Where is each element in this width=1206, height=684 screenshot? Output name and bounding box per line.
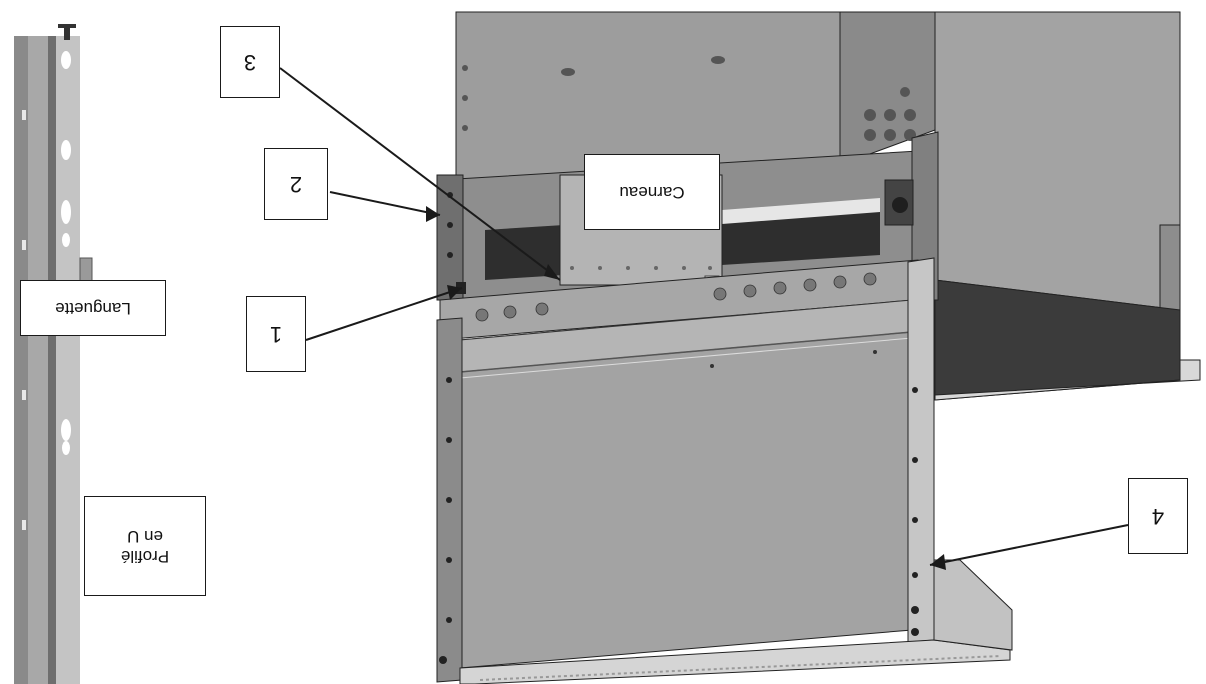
base-plate xyxy=(459,559,1013,684)
callout-2: 2 xyxy=(264,148,328,220)
leader-4 xyxy=(929,524,1129,566)
arrowhead-1 xyxy=(447,285,462,300)
arrowhead-2 xyxy=(426,206,440,222)
leader-2 xyxy=(329,191,441,216)
upright-left xyxy=(436,317,463,683)
callout-1: 1 xyxy=(246,296,306,372)
callout-profile-en-u: Profilé en U xyxy=(84,496,206,596)
leader-3 xyxy=(279,67,561,281)
front-panel xyxy=(459,299,913,669)
housing-tray xyxy=(934,279,1201,401)
housing-upper xyxy=(455,11,1181,361)
leader-lines xyxy=(279,67,1129,566)
arrowhead-3 xyxy=(544,264,560,280)
callout-4: 4 xyxy=(1128,478,1188,554)
callout-3: 3 xyxy=(220,26,280,98)
callout-carneau: Carneau xyxy=(584,154,720,230)
u-profile-rail xyxy=(14,24,93,684)
callout-languette: Languette xyxy=(20,280,166,336)
leader-1 xyxy=(305,287,463,341)
side-bracket-left xyxy=(436,174,466,301)
upright-right xyxy=(907,257,935,643)
arrowhead-4 xyxy=(930,554,946,570)
